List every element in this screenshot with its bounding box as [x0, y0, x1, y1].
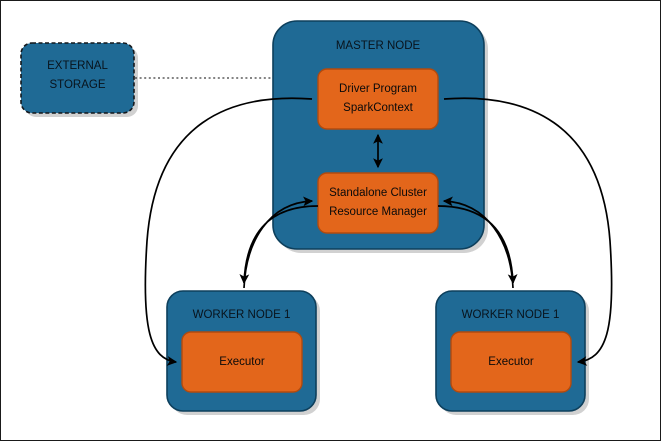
worker-node-1[interactable]: WORKER NODE 1 Executor [166, 290, 317, 412]
worker-node-1-label: WORKER NODE 1 [193, 309, 291, 321]
connector-driver-to-worker2-executor [443, 97, 613, 366]
worker-node-2-label: WORKER NODE 1 [462, 309, 560, 321]
external-storage-label-line2: STORAGE [49, 79, 105, 91]
master-node-label: MASTER NODE [336, 40, 421, 52]
connector-driver-to-worker1-executor [144, 97, 313, 366]
driver-program-label-line2: SparkContext [343, 102, 413, 114]
resource-manager-label-line2: Resource Manager [329, 206, 427, 218]
worker-node-2-executor-box[interactable] [450, 331, 572, 393]
worker-node-1-executor-component[interactable]: Executor [181, 331, 303, 393]
worker-node-2-executor-component[interactable]: Executor [450, 331, 572, 393]
driver-program-component[interactable]: Driver Program SparkContext [317, 68, 439, 130]
resource-manager-box[interactable] [317, 172, 439, 234]
worker-node-2[interactable]: WORKER NODE 1 Executor [435, 290, 586, 412]
connector-worker2-to-resourcemanager [442, 196, 514, 289]
external-storage-label-line1: EXTERNAL [47, 60, 108, 72]
connector-worker1-to-resourcemanager [243, 196, 314, 289]
master-node[interactable]: MASTER NODE Driver Program SparkContext … [272, 20, 485, 250]
external-storage-node[interactable]: EXTERNAL STORAGE [20, 42, 135, 114]
driver-program-box[interactable] [317, 68, 439, 130]
worker-node-1-executor-label: Executor [219, 356, 265, 368]
worker-node-2-executor-label: Executor [488, 356, 534, 368]
resource-manager-component[interactable]: Standalone Cluster Resource Manager [317, 172, 439, 234]
external-storage-box[interactable] [20, 42, 135, 114]
driver-program-label-line1: Driver Program [339, 83, 417, 95]
worker-node-1-executor-box[interactable] [181, 331, 303, 393]
resource-manager-label-line1: Standalone Cluster [329, 187, 427, 199]
